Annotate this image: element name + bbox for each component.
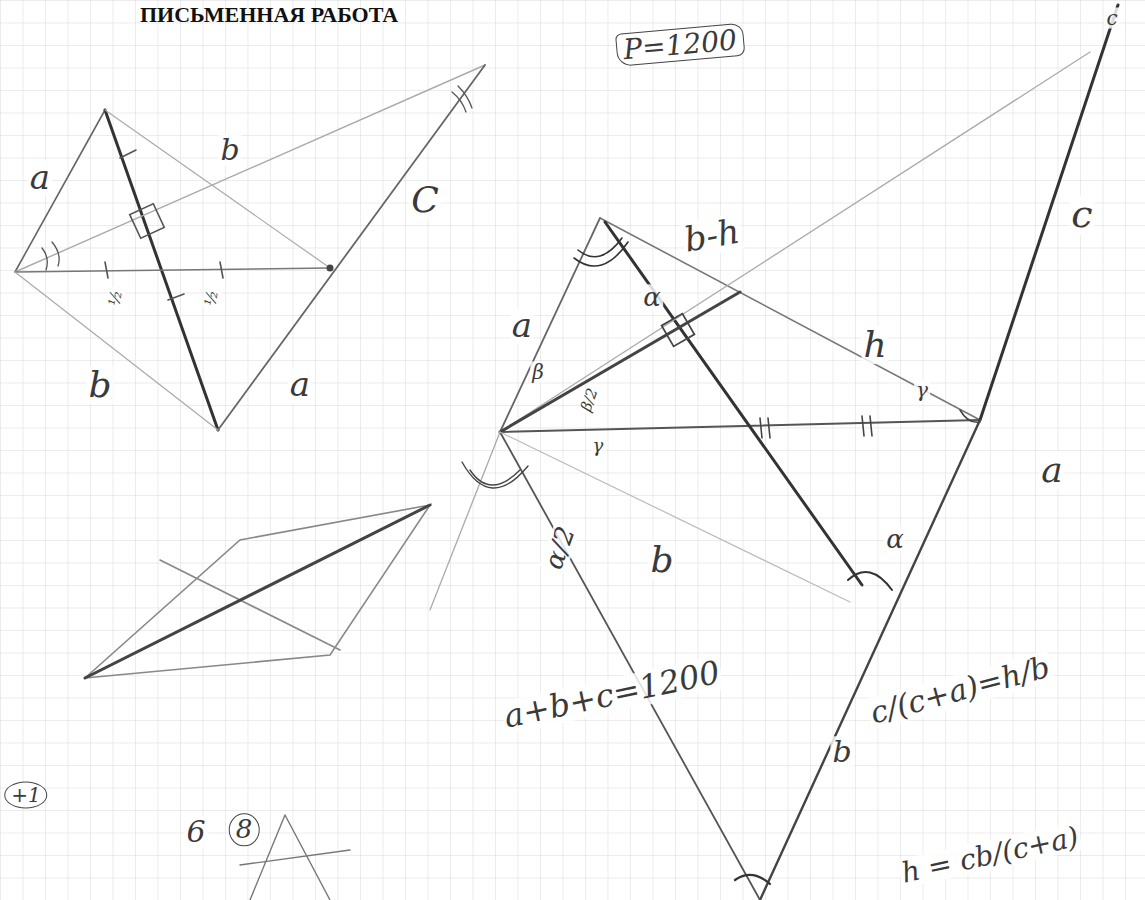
sketch-label: a [510, 308, 534, 344]
sketch-label: β [530, 362, 546, 383]
tick-mark [760, 416, 872, 438]
sketch-label: γ [591, 437, 606, 456]
point-dot [327, 265, 334, 272]
median-line [500, 420, 980, 432]
angle-arc [848, 572, 892, 590]
bisector-line [605, 222, 862, 585]
angle-arc [462, 462, 528, 488]
construction-line [15, 65, 485, 272]
sketch-label: b [648, 541, 675, 579]
sketch-label: C [409, 181, 441, 219]
sketch-label: b [86, 366, 113, 404]
angle-arc [574, 238, 628, 266]
sketch-label: γ [914, 380, 930, 401]
side-line [600, 218, 980, 420]
page-title: ПИСЬМЕННАЯ РАБОТА [140, 2, 398, 28]
sketch-label: b [218, 134, 241, 166]
sketch-label: a [288, 367, 312, 403]
construction-line [500, 52, 1090, 432]
quadrilateral-sketch [85, 505, 430, 678]
sketch-label: c [1069, 195, 1094, 235]
side-sketches [85, 505, 430, 900]
sketch-label: ½ [202, 287, 222, 309]
side-line [15, 110, 105, 272]
construction-line [430, 432, 500, 610]
sketch-label: a [28, 160, 52, 196]
angle-arc [735, 875, 770, 884]
angle-arc [960, 410, 980, 422]
sketch-label: a [1039, 451, 1064, 489]
left-figure [15, 65, 485, 430]
side-line [500, 432, 760, 900]
median-line [15, 268, 330, 272]
main-figure [430, 5, 1118, 900]
side-line [760, 420, 980, 900]
tick-mark [105, 150, 223, 300]
sketch-label: 8 [229, 813, 260, 846]
diagonal-line [85, 505, 430, 678]
angle-arc [452, 86, 472, 112]
sketch-label: c [1104, 8, 1119, 29]
side-line [218, 65, 485, 430]
altitude-line [500, 292, 740, 432]
construction-line [500, 432, 850, 602]
sketch-label: 6 [184, 816, 207, 848]
right-angle-mark [130, 204, 165, 239]
angle-arc [42, 242, 59, 270]
side-line [15, 272, 218, 430]
sketch-label: α [884, 526, 906, 553]
sketch-label: b [830, 736, 853, 768]
sketch-label: α [641, 284, 663, 311]
sketch-label: h [861, 326, 888, 364]
side-line [105, 110, 330, 268]
right-angle-mark [662, 314, 695, 347]
side-line [980, 5, 1118, 420]
sketch-label: ½ [106, 287, 126, 309]
